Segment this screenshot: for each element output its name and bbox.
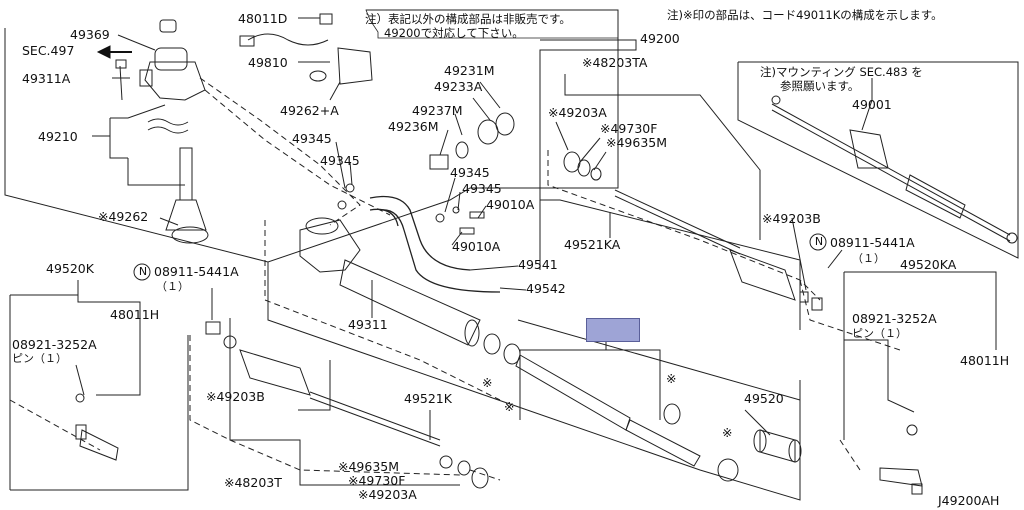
part-48203t[interactable]: ※48203T — [224, 475, 282, 490]
part-49200[interactable]: 49200 — [640, 31, 680, 46]
part-49203b-right[interactable]: ※49203B — [762, 211, 821, 226]
note-box-line1: 注）表記以外の構成部品は非販売です。 — [365, 12, 571, 26]
mark-2: ※ — [504, 399, 515, 414]
highlight-box[interactable] — [586, 318, 640, 342]
right-tie-rod-drawing — [563, 151, 823, 311]
part-49345-a[interactable]: 49345 — [292, 131, 332, 146]
part-49635m-bottom[interactable]: ※49635M — [338, 459, 400, 474]
note-mount-line1: 注)マウンティング SEC.483 を — [760, 65, 923, 79]
group-boundary-mounting — [737, 61, 1019, 259]
part-49233a[interactable]: 49233A — [434, 79, 483, 94]
part-48011h-right[interactable]: 48011H — [960, 353, 1010, 368]
note-top-right: 注)※印の部品は、コード49011Kの構成を示します。 — [667, 8, 943, 22]
part-49521ka[interactable]: 49521KA — [564, 237, 621, 252]
part-48203ta[interactable]: ※48203TA — [582, 55, 648, 70]
diagram-code: J49200AH — [938, 493, 1000, 508]
part-49311[interactable]: 49311 — [348, 317, 388, 332]
part-49203a-top[interactable]: ※49203A — [548, 105, 607, 120]
part-48011h-left[interactable]: 48011H — [110, 307, 160, 322]
part-49231m[interactable]: 49231M — [444, 63, 495, 78]
part-49520[interactable]: 49520 — [744, 391, 784, 406]
tie-rod-ends-drawing — [75, 393, 923, 495]
part-49262a[interactable]: 49262+A — [280, 103, 339, 118]
part-08911-right-qty: （１） — [852, 252, 885, 265]
part-08911-right[interactable]: 08911-5441A — [830, 235, 915, 250]
solid-leaders — [9, 17, 997, 491]
pipes-drawing — [369, 195, 501, 293]
mark-1: ※ — [482, 375, 493, 390]
part-49345-d[interactable]: 49345 — [462, 181, 502, 196]
part-49810[interactable]: 49810 — [248, 55, 288, 70]
rack-drawing — [515, 354, 802, 482]
left-tie-rod-drawing — [205, 321, 489, 489]
part-49001[interactable]: 49001 — [852, 97, 892, 112]
mark-3: ※ — [666, 371, 677, 386]
note-mount-line2: 参照願います。 — [780, 79, 860, 93]
part-49520ka[interactable]: 49520KA — [900, 257, 957, 272]
sensor-drawing — [239, 13, 373, 85]
part-49635m-top[interactable]: ※49635M — [606, 135, 668, 150]
part-08921-right[interactable]: 08921-3252A — [852, 311, 937, 326]
arrow-left-icon — [96, 45, 132, 59]
note-box-line2: 49200で対応して下さい。 — [384, 26, 524, 40]
group-boundary-49200 — [539, 39, 801, 330]
circle-n-left-letter: N — [138, 265, 148, 278]
part-49520k[interactable]: 49520K — [46, 261, 94, 276]
part-49730f-bottom[interactable]: ※49730F — [348, 473, 406, 488]
part-08911-left[interactable]: 08911-5441A — [154, 264, 239, 279]
part-49521k[interactable]: 49521K — [404, 391, 452, 406]
part-49203a-bottom[interactable]: ※49203A — [358, 487, 417, 502]
part-49210[interactable]: 49210 — [38, 129, 78, 144]
part-49262-marked[interactable]: ※49262 — [98, 209, 149, 224]
gear-housing-drawing — [299, 217, 521, 365]
part-08921-left-sub: ピン（１） — [12, 352, 67, 365]
part-49010a-2[interactable]: 49010A — [452, 239, 501, 254]
valve-housing-drawing — [115, 19, 209, 244]
part-49345-b[interactable]: 49345 — [320, 153, 360, 168]
part-48011d[interactable]: 48011D — [238, 11, 288, 26]
part-49311a[interactable]: 49311A — [22, 71, 71, 86]
dashed-leaders — [9, 77, 901, 481]
circle-n-right-letter: N — [814, 235, 824, 248]
part-08911-left-qty: （１） — [156, 280, 189, 293]
seals-drawing — [337, 112, 515, 235]
part-49236m[interactable]: 49236M — [388, 119, 439, 134]
sec-497-link[interactable]: SEC.497 — [22, 43, 75, 58]
part-08921-left[interactable]: 08921-3252A — [12, 337, 97, 352]
part-49345-c[interactable]: 49345 — [450, 165, 490, 180]
part-49010a-1[interactable]: 49010A — [486, 197, 535, 212]
part-49542[interactable]: 49542 — [526, 281, 566, 296]
circle-n-right — [809, 233, 827, 251]
note-box — [365, 9, 619, 39]
circle-n-left — [133, 263, 151, 281]
part-08921-right-sub: ピン（１） — [852, 327, 907, 340]
part-49203b-left[interactable]: ※49203B — [206, 389, 265, 404]
assembly-49001-drawing — [771, 95, 1018, 244]
part-49237m[interactable]: 49237M — [412, 103, 463, 118]
mark-4: ※ — [722, 425, 733, 440]
part-49369[interactable]: 49369 — [70, 27, 110, 42]
part-49730f-top[interactable]: ※49730F — [600, 121, 658, 136]
part-49541[interactable]: 49541 — [518, 257, 558, 272]
